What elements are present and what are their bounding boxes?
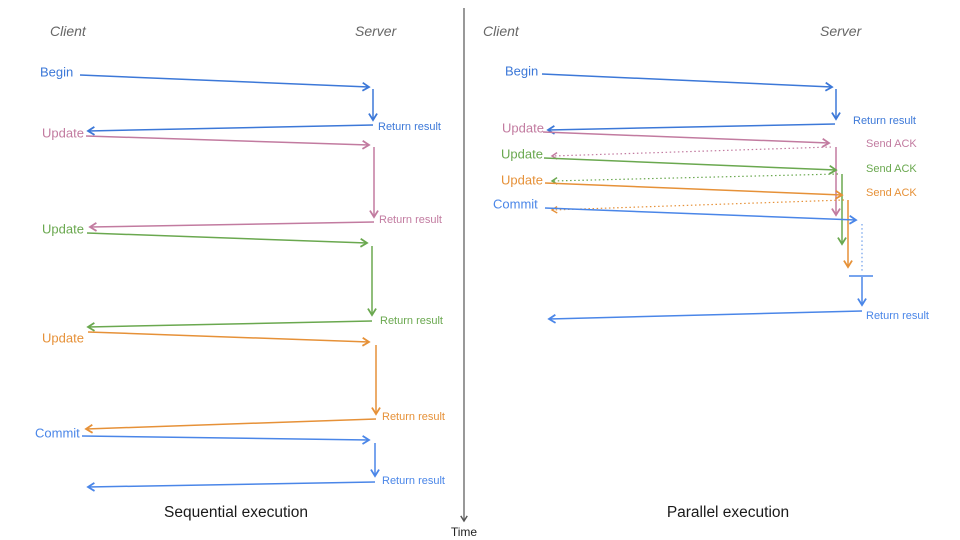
left-begin-response-label: Return result: [378, 121, 441, 133]
right-begin-label: Begin: [505, 64, 538, 79]
right-event-commit: Commit Return result: [493, 197, 929, 324]
sequential-title: Sequential execution: [164, 504, 308, 521]
left-event-update-2: Update Return result: [42, 222, 443, 332]
right-update3-ack-arrow: [550, 199, 845, 214]
right-event-update-2: Update Send ACK: [501, 147, 917, 246]
right-update3-label: Update: [501, 173, 543, 188]
left-update3-label: Update: [42, 331, 84, 346]
right-update1-label: Update: [502, 121, 544, 136]
right-commit-response-label: Return result: [866, 310, 929, 322]
left-client-header: Client: [50, 23, 87, 39]
time-axis: Time: [451, 8, 478, 539]
left-event-commit: Commit Return result: [35, 426, 445, 492]
left-update2-request-arrow: [86, 232, 369, 248]
right-event-update-1: Update Send ACK: [502, 121, 917, 217]
right-update3-response-label: Send ACK: [866, 187, 917, 199]
left-event-update-3: Update Return result: [42, 331, 445, 434]
right-update1-ack-arrow: [550, 146, 832, 160]
right-event-update-3: Update Send ACK: [501, 173, 917, 269]
right-begin-return-arrow: [546, 123, 836, 135]
left-commit-request-arrow: [81, 435, 371, 445]
right-commit-request-arrow: [544, 207, 858, 225]
right-begin-request-arrow: [541, 73, 834, 92]
right-client-header: Client: [483, 23, 520, 39]
left-update1-response-label: Return result: [379, 214, 442, 226]
right-update1-response-label: Send ACK: [866, 138, 917, 150]
left-server-header: Server: [355, 23, 398, 39]
left-update3-return-arrow: [84, 418, 377, 434]
left-update2-label: Update: [42, 222, 84, 237]
left-update1-request-arrow: [85, 135, 371, 150]
left-commit-return-arrow: [86, 481, 376, 492]
left-event-begin: Begin Return result: [40, 65, 441, 136]
right-event-begin: Begin Return result: [505, 64, 916, 135]
time-axis-label: Time: [451, 525, 478, 539]
left-event-update-1: Update Return result: [42, 126, 442, 232]
left-update2-response-label: Return result: [380, 315, 443, 327]
right-update2-request-arrow: [543, 157, 838, 175]
left-update2-return-arrow: [86, 320, 373, 332]
left-update1-return-arrow: [88, 221, 375, 232]
right-update1-request-arrow: [542, 131, 831, 148]
left-begin-return-arrow: [86, 124, 374, 136]
left-commit-label: Commit: [35, 426, 80, 441]
right-commit-label: Commit: [493, 197, 538, 212]
right-update2-ack-arrow: [550, 173, 839, 185]
right-update3-request-arrow: [544, 182, 844, 200]
left-begin-request-arrow: [79, 74, 371, 92]
left-commit-response-label: Return result: [382, 475, 445, 487]
right-server-header: Server: [820, 23, 863, 39]
left-update3-request-arrow: [87, 331, 371, 347]
parallel-diagram: Client Server Begin Return result Update…: [483, 23, 929, 521]
left-update3-response-label: Return result: [382, 411, 445, 423]
right-begin-response-label: Return result: [853, 115, 916, 127]
left-begin-label: Begin: [40, 65, 73, 80]
parallel-title: Parallel execution: [667, 504, 789, 521]
right-commit-return-arrow: [547, 310, 863, 324]
left-update1-label: Update: [42, 126, 84, 141]
sequential-diagram: Client Server Begin Return result Update…: [35, 23, 445, 521]
right-update2-label: Update: [501, 147, 543, 162]
right-update2-response-label: Send ACK: [866, 163, 917, 175]
